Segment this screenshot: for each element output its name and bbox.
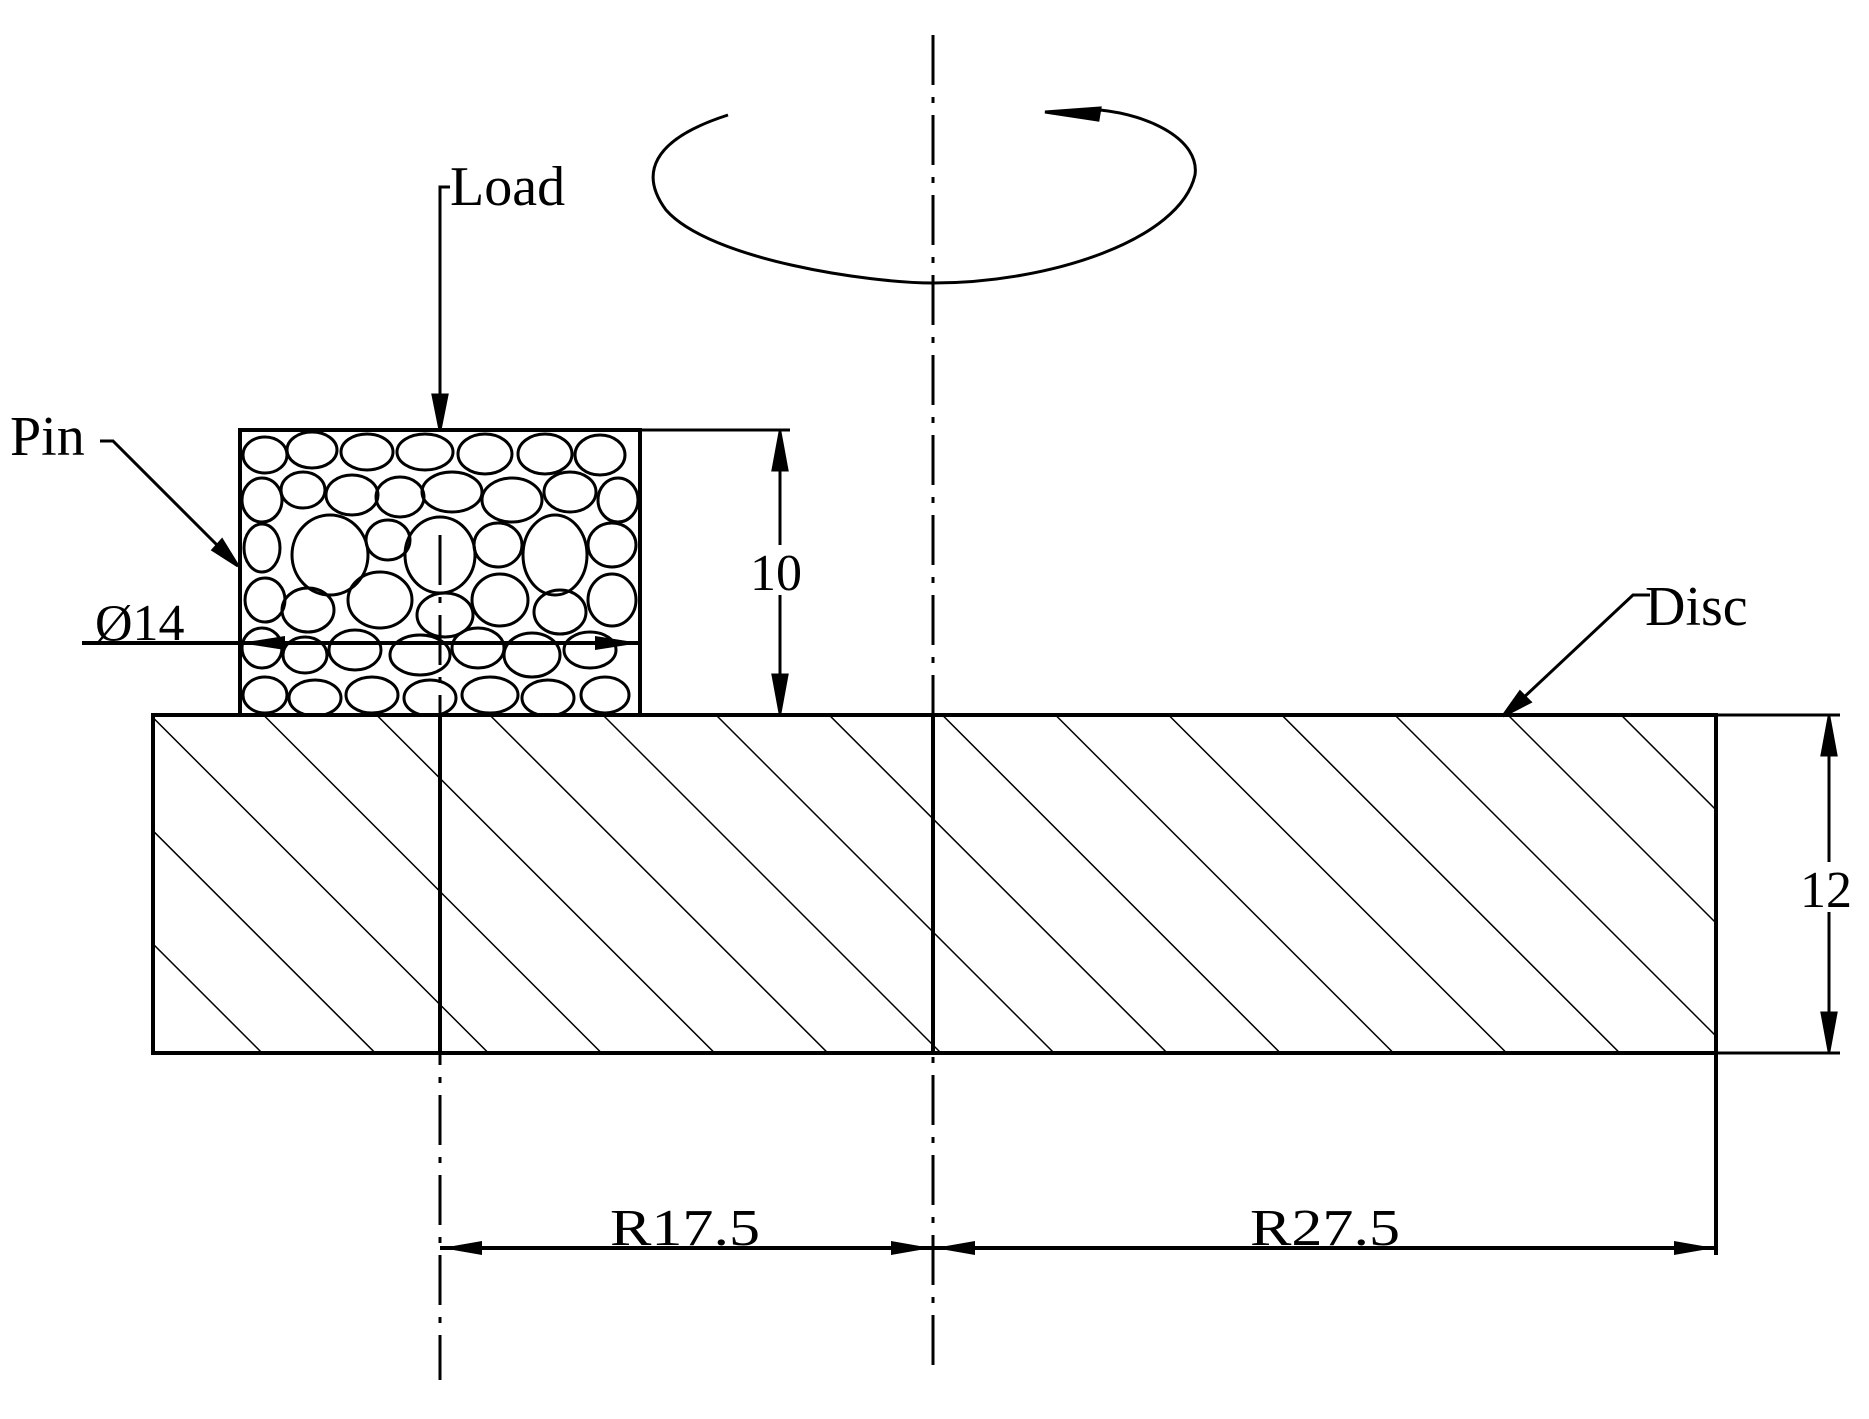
pin-height-label: 10 [750,545,802,602]
pin-diameter-label: Ø14 [95,595,185,652]
load-label: Load [450,156,565,218]
disc-leader [1501,593,1650,718]
track-radius-label: R17.5 [610,1200,760,1257]
pin-label: Pin [10,406,85,468]
rotation-arrow-icon [651,106,1197,285]
pin-diameter-dimension [82,636,640,650]
disc-label: Disc [1645,576,1748,638]
load-arrow [431,185,450,431]
disc-radius-label: R27.5 [1250,1200,1400,1257]
disc-thickness-label: 12 [1800,862,1852,919]
pin-leader [100,439,240,568]
radius-dimensions [440,1053,1718,1255]
